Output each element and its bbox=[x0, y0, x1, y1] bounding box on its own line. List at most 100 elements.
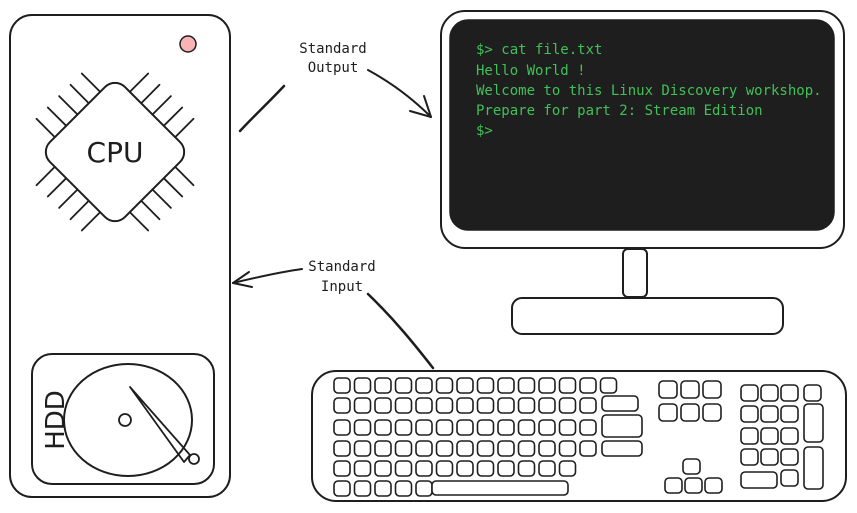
cpu-pin bbox=[69, 199, 90, 221]
keyboard-key bbox=[435, 460, 454, 477]
keyboard-key bbox=[579, 377, 597, 394]
keyboard-key-backspace bbox=[601, 395, 639, 412]
keyboard-numpad-enter-key bbox=[803, 446, 824, 490]
cpu-pin bbox=[80, 72, 102, 93]
keyboard-key-space bbox=[431, 480, 569, 496]
keyboard-numpad-plus-key bbox=[803, 403, 824, 443]
terminal-viewport: $> cat file.txt Hello World ! Welcome to… bbox=[476, 42, 822, 139]
keyboard-key bbox=[497, 460, 515, 477]
keyboard-key bbox=[517, 377, 536, 394]
cpu-pin bbox=[35, 117, 56, 139]
keyboard-numpad-key bbox=[780, 384, 799, 402]
cpu-pin bbox=[151, 95, 172, 116]
keyboard-arrow-up-key bbox=[682, 458, 701, 475]
keyboard-nav-key bbox=[702, 403, 722, 422]
power-led-icon bbox=[179, 35, 197, 53]
stdout-label-line2: Output bbox=[308, 60, 359, 76]
keyboard-key bbox=[579, 419, 597, 436]
keyboard-key bbox=[456, 397, 474, 414]
keyboard-numpad-key bbox=[760, 405, 779, 423]
stdout-arrowhead-icon bbox=[409, 95, 432, 118]
terminal-line: Prepare for part 2: Stream Edition bbox=[476, 103, 763, 119]
keyboard-key bbox=[353, 377, 372, 394]
cpu-pin bbox=[128, 72, 150, 93]
stdin-arrow-line bbox=[232, 268, 303, 284]
keyboard bbox=[311, 370, 847, 502]
cpu-pin bbox=[151, 188, 172, 209]
keyboard-numpad-key bbox=[780, 427, 799, 445]
keyboard-numpad-key bbox=[780, 469, 799, 487]
keyboard-key bbox=[374, 377, 392, 394]
keyboard-key bbox=[456, 377, 474, 394]
terminal-prompt: $> bbox=[476, 123, 493, 139]
keyboard-numpad-key bbox=[740, 448, 759, 466]
cpu-pin bbox=[140, 83, 161, 105]
keyboard-key bbox=[435, 419, 454, 436]
cpu-pin bbox=[58, 95, 79, 116]
keyboard-key bbox=[333, 377, 351, 394]
cpu-die bbox=[44, 81, 186, 223]
keyboard-key bbox=[415, 460, 433, 477]
keyboard-key bbox=[435, 440, 454, 457]
keyboard-key bbox=[374, 419, 392, 436]
keyboard-key bbox=[476, 440, 495, 457]
stdout-label-line1: Standard bbox=[299, 41, 366, 57]
keyboard-numpad-key bbox=[803, 384, 822, 402]
keyboard-key bbox=[394, 419, 413, 436]
keyboard-key-enter bbox=[601, 414, 643, 438]
keyboard-key bbox=[415, 440, 433, 457]
hdd-arm-pivot bbox=[188, 453, 200, 465]
monitor-neck bbox=[622, 248, 648, 298]
keyboard-numpad-key bbox=[740, 384, 759, 402]
keyboard-key bbox=[456, 460, 474, 477]
keyboard-numpad-key bbox=[760, 384, 779, 402]
keyboard-key bbox=[497, 419, 515, 436]
stdin-arrowhead-icon bbox=[232, 271, 253, 288]
keyboard-nav-key bbox=[680, 403, 700, 422]
keyboard-key bbox=[353, 440, 372, 457]
keyboard-key bbox=[435, 397, 454, 414]
keyboard-key bbox=[333, 440, 351, 457]
keyboard-nav-key bbox=[658, 403, 678, 422]
keyboard-key bbox=[394, 440, 413, 457]
keyboard-arrow-left-key bbox=[664, 477, 683, 494]
keyboard-numpad-key bbox=[760, 427, 779, 445]
stdin-label-line2: Input bbox=[321, 279, 363, 295]
keyboard-key bbox=[374, 397, 392, 414]
hdd-platter bbox=[63, 363, 193, 477]
keyboard-key bbox=[558, 440, 577, 457]
keyboard-key bbox=[353, 480, 372, 497]
keyboard-numpad-key bbox=[760, 448, 779, 466]
hdd-icon: HDD bbox=[31, 353, 215, 485]
keyboard-key bbox=[558, 419, 577, 436]
keyboard-key bbox=[435, 377, 454, 394]
stdout-arrow: Standard Output bbox=[238, 41, 432, 133]
keyboard-key bbox=[517, 440, 536, 457]
stdout-arrow-line bbox=[367, 69, 432, 118]
cpu-pin bbox=[162, 177, 184, 198]
cpu-pin bbox=[174, 165, 195, 187]
keyboard-key bbox=[538, 460, 556, 477]
keyboard-arrow-right-key bbox=[704, 477, 723, 494]
keyboard-key bbox=[456, 440, 474, 457]
keyboard-key bbox=[456, 419, 474, 436]
cpu-pin bbox=[174, 117, 195, 139]
keyboard-key bbox=[374, 440, 392, 457]
keyboard-key bbox=[579, 440, 597, 457]
cpu-pin bbox=[46, 177, 68, 198]
stdout-arrow-tail bbox=[238, 84, 286, 133]
keyboard-key bbox=[394, 377, 413, 394]
cpu-pin bbox=[128, 211, 150, 232]
keyboard-key bbox=[558, 460, 577, 477]
monitor-stand-base bbox=[511, 297, 784, 335]
monitor: $> cat file.txt Hello World ! Welcome to… bbox=[440, 10, 845, 335]
keyboard-numpad-key bbox=[780, 405, 799, 423]
terminal-line: $> cat file.txt bbox=[476, 42, 602, 58]
keyboard-key bbox=[476, 397, 495, 414]
keyboard-key bbox=[333, 397, 351, 414]
keyboard-key bbox=[333, 460, 351, 477]
terminal-screen bbox=[449, 19, 835, 231]
keyboard-key bbox=[497, 377, 515, 394]
terminal-output: $> cat file.txt Hello World ! Welcome to… bbox=[476, 42, 822, 139]
